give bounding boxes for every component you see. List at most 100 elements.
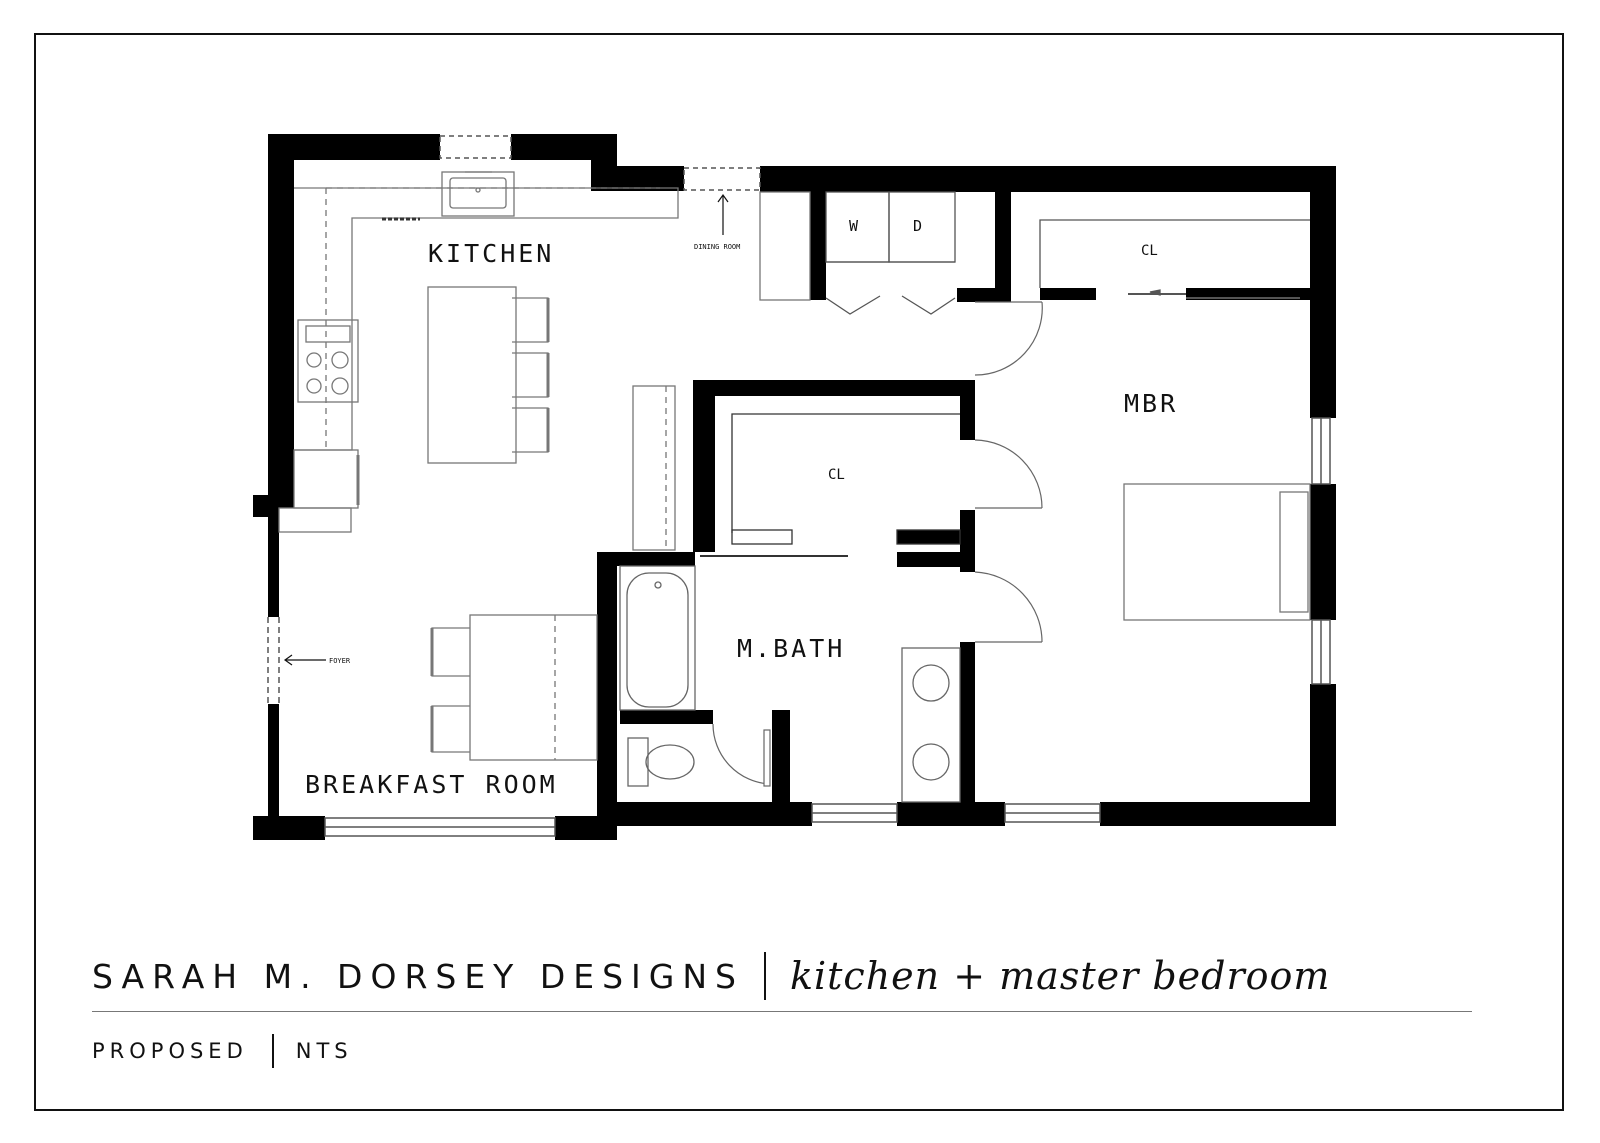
closet-jamb-left — [731, 529, 793, 545]
toilet-tank — [627, 737, 649, 787]
room-label-mbr: MBR — [1124, 389, 1178, 418]
wall-mbr-closet-left — [1040, 288, 1096, 300]
windows — [267, 135, 1331, 837]
laundry — [825, 191, 956, 315]
range-panel — [305, 325, 351, 343]
kitchen-island — [427, 286, 517, 464]
wall-hall-door-top — [960, 380, 975, 440]
laundry-counter — [759, 191, 811, 301]
mbr-closet-shelf — [1039, 219, 1310, 288]
wall-hall-right-stub — [897, 552, 975, 567]
wall-top-right — [760, 166, 1336, 192]
bed-pillows — [1279, 491, 1309, 613]
project-title: kitchen + master bedroom — [789, 954, 1331, 998]
wall-wc-top — [620, 710, 713, 724]
chair-1 — [431, 627, 470, 677]
sink-basin — [449, 177, 507, 209]
mbr-closet — [1039, 219, 1310, 299]
door-closet-swing — [974, 439, 1043, 509]
bathtub-basin — [626, 572, 689, 708]
burner-2 — [331, 351, 349, 369]
vanity — [901, 647, 961, 803]
dining-arrow-head — [717, 193, 729, 203]
stool-3 — [512, 407, 549, 453]
kitchen-range — [297, 319, 359, 403]
dryer-label: D — [913, 217, 922, 235]
island-stools — [512, 297, 550, 453]
title-divider — [763, 952, 766, 1000]
door-mbr-swing — [974, 301, 1043, 376]
kitchen-counter — [294, 187, 679, 451]
wall-kitchen-top-step — [591, 166, 684, 191]
burner-1 — [306, 352, 322, 368]
firm-name: SARAH M. DORSEY DESIGNS — [92, 956, 744, 996]
drawing-status: PROPOSED — [92, 1039, 248, 1063]
annotation-foyer: FOYER — [329, 657, 351, 665]
title-rule — [92, 1011, 1472, 1012]
vanity-sink-2 — [912, 743, 950, 781]
subline-divider — [271, 1034, 274, 1068]
breakfast-fixtures — [430, 614, 598, 761]
room-label-mbath: M.BATH — [737, 634, 845, 663]
door-wc-swing — [712, 723, 771, 785]
room-label-breakfast: BREAKFAST ROOM — [305, 770, 558, 799]
bedroom-fixtures — [1123, 483, 1311, 621]
stool-1 — [512, 297, 549, 343]
room-label-kitchen: KITCHEN — [428, 239, 554, 268]
wall-bath-left — [597, 552, 617, 840]
bath-fixtures — [619, 565, 961, 803]
vanity-sink-1 — [912, 664, 950, 702]
wall-laundry-door-stub — [957, 288, 1011, 302]
bathtub — [619, 565, 696, 711]
window-kitchen — [439, 135, 512, 159]
washer-label: W — [849, 217, 859, 235]
wall-bath-right — [960, 642, 975, 826]
wall-hall-top — [693, 380, 972, 396]
wall-wc-pocket — [772, 710, 790, 802]
sink-drain — [475, 187, 481, 193]
chair-2 — [431, 705, 470, 753]
foyer-arrow-head — [283, 654, 293, 666]
bifold-door-left — [825, 295, 881, 315]
wall-hall-left — [693, 380, 715, 552]
drawing-scale: NTS — [295, 1039, 353, 1063]
title-block: SARAH M. DORSEY DESIGNS kitchen + master… — [92, 952, 1330, 1000]
wall-bath-bottom — [597, 802, 812, 826]
wall-right-upper — [1310, 166, 1336, 418]
fridge-surround — [278, 507, 352, 533]
stool-2 — [512, 352, 549, 398]
room-label-hall-closet: CL — [828, 467, 845, 483]
bathtub-drain — [654, 581, 662, 589]
wall-bottom-mid — [897, 802, 1005, 826]
opening-dining — [683, 167, 761, 191]
bed — [1123, 483, 1311, 621]
wall-left-mid — [268, 505, 279, 617]
wall-bottom-left — [253, 816, 325, 840]
title-subline: PROPOSED NTS — [92, 1034, 353, 1068]
wall-laundry-right — [995, 166, 1011, 288]
breakfast-table — [469, 614, 598, 761]
wall-bath-top-left — [597, 552, 695, 566]
annotation-dining-room: DINING ROOM — [694, 243, 740, 251]
wall-right-lower — [1310, 684, 1336, 826]
door-wc-pocket — [763, 729, 771, 787]
slider-arrow — [1149, 289, 1161, 296]
wall-left-lower — [268, 704, 279, 816]
kitchen-fixtures — [278, 171, 811, 551]
door-bath-swing — [974, 571, 1043, 643]
wall-right-mid — [1310, 484, 1336, 620]
hall-closet-shelf — [731, 413, 960, 533]
hall-closet — [700, 413, 961, 557]
pantry-cabinet — [632, 385, 676, 551]
wall-bottom-right — [1100, 802, 1336, 826]
walls — [253, 134, 1336, 840]
drawing-border — [34, 33, 1564, 1111]
annotation-arrows — [283, 193, 729, 666]
room-labels: KITCHEN BREAKFAST ROOM MBR M.BATH CL CL … — [305, 217, 1178, 799]
bifold-door-right — [901, 295, 956, 315]
refrigerator — [293, 449, 359, 509]
wall-laundry-left — [810, 166, 826, 300]
room-label-mbr-closet: CL — [1141, 243, 1158, 259]
wall-kitchen-top-left — [268, 134, 440, 160]
